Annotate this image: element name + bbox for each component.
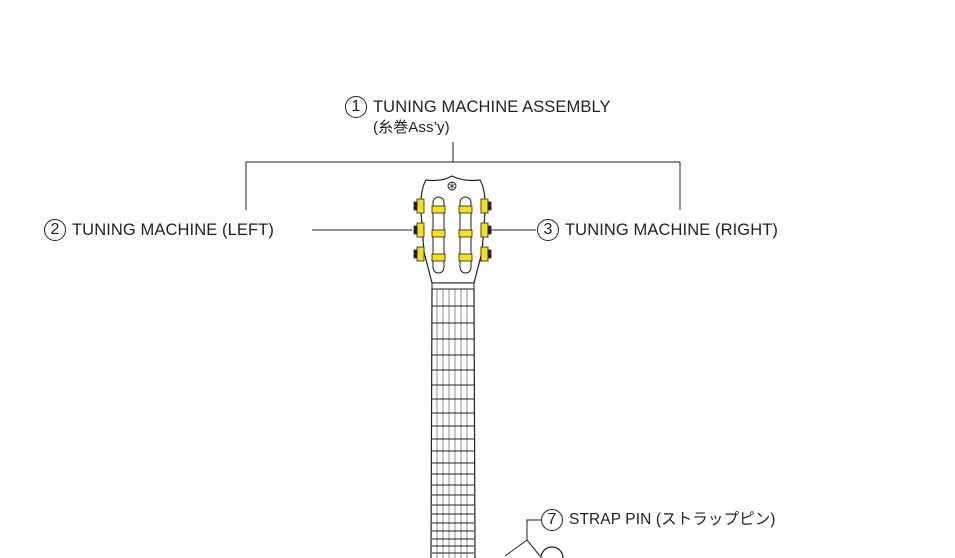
strings [436,289,468,558]
leader-lines [312,229,541,557]
callout-label-2: TUNING MACHINE (LEFT) [72,221,274,239]
callout-number-1: 1 [345,96,367,118]
tuner-rollers [431,205,473,262]
callout-number-3: 3 [537,219,559,241]
callout-sublabel-1: (糸巻Ass’y) [373,119,450,136]
headstock [420,175,486,284]
neck [430,288,476,558]
callout-number-2: 2 [44,219,66,241]
callout-strap-pin: 7 STRAP PIN (ストラップピン) [541,509,776,531]
left-tuner-knobs [416,198,425,262]
nut [431,282,475,290]
callout-label-1: TUNING MACHINE ASSEMBLY [373,98,611,116]
callout-number-7: 7 [541,509,563,531]
callout-label-3: TUNING MACHINE (RIGHT) [565,221,779,239]
callout-tuning-machine-assembly: 1 TUNING MACHINE ASSEMBLY (糸巻Ass’y) [345,96,611,137]
assembly-bracket [245,142,681,210]
callout-circle-partial [540,546,564,558]
callout-tuning-machine-left: 2 TUNING MACHINE (LEFT) [44,219,274,241]
callout-tuning-machine-right: 3 TUNING MACHINE (RIGHT) [537,219,778,241]
yamaha-tuning-fork-icon [447,181,457,191]
frets [432,305,474,554]
right-tuner-knobs [480,198,489,262]
callout-label-7: STRAP PIN (ストラップピン) [569,511,776,528]
